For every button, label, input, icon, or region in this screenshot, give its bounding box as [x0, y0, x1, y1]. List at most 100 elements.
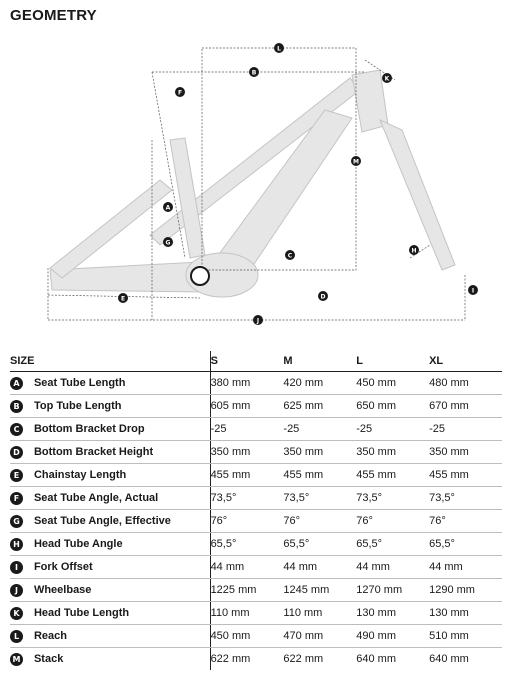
row-badge-cell: C [10, 417, 34, 441]
row-badge-cell: G [10, 509, 34, 533]
row-badge-cell: H [10, 532, 34, 556]
row-value: 76° [210, 509, 284, 533]
row-value: 44 mm [283, 555, 357, 579]
row-badge-cell: I [10, 555, 34, 579]
row-value: 65,5° [356, 532, 430, 556]
row-separator [193, 555, 211, 579]
svg-text:L: L [277, 46, 281, 53]
row-badge: J [10, 583, 23, 597]
size-header: SIZE [10, 351, 194, 372]
row-value: 650 mm [356, 394, 430, 418]
svg-text:F: F [178, 90, 182, 97]
size-col-s: S [210, 351, 284, 372]
row-value: 76° [283, 509, 357, 533]
row-value: 65,5° [283, 532, 357, 556]
row-badge: I [10, 560, 23, 574]
row-value: 350 mm [283, 440, 357, 464]
row-value: -25 [283, 417, 357, 441]
row-name: Bottom Bracket Height [33, 440, 194, 464]
row-badge: M [10, 652, 23, 666]
row-badge-cell: A [10, 371, 34, 395]
table-header-row: SIZE S M L XL [10, 351, 502, 372]
row-value: 44 mm [356, 555, 430, 579]
label-d-icon: D [318, 291, 328, 301]
row-value: 73,5° [283, 486, 357, 510]
row-badge: B [10, 399, 23, 413]
label-b-icon: B [249, 67, 259, 77]
svg-text:J: J [256, 318, 259, 325]
label-h-icon: H [409, 245, 419, 255]
row-separator [193, 509, 211, 533]
row-value: 130 mm [356, 601, 430, 625]
row-value: 605 mm [210, 394, 284, 418]
row-value: 65,5° [429, 532, 502, 556]
row-badge: F [10, 491, 23, 505]
row-value: 455 mm [429, 463, 502, 487]
bike-geometry-diagram: A B C D E F G H I J K L M [47, 43, 478, 325]
svg-text:G: G [166, 240, 171, 247]
row-value: 76° [356, 509, 430, 533]
row-value: 640 mm [429, 653, 469, 665]
svg-text:C: C [288, 253, 293, 260]
row-badge-cell: L [10, 624, 34, 648]
row-value: 1245 mm [283, 578, 357, 602]
row-name: Wheelbase [33, 578, 194, 602]
crank-hub [190, 266, 210, 286]
label-m-icon: M [351, 156, 361, 166]
row-badge-cell: D [10, 440, 34, 464]
row-value: 350 mm [356, 440, 430, 464]
row-badge: K [10, 606, 23, 620]
row-badge: L [10, 629, 23, 643]
row-value: -25 [429, 417, 502, 441]
row-badge-cell: B [10, 394, 34, 418]
header-separator [193, 351, 211, 372]
svg-text:H: H [411, 248, 416, 255]
page-title: GEOMETRY [10, 7, 97, 24]
row-value: 622 mm [210, 653, 251, 665]
row-separator [193, 371, 211, 395]
row-value: 480 mm [429, 371, 502, 395]
row-badge-cell: F [10, 486, 34, 510]
label-f-icon: F [175, 87, 185, 97]
row-badge: G [10, 514, 23, 528]
row-separator [193, 394, 211, 418]
row-value: 110 mm [210, 601, 284, 625]
row-badge: D [10, 445, 23, 459]
row-value: 44 mm [210, 555, 284, 579]
row-value: 622 mm [283, 653, 324, 665]
size-col-xl: XL [429, 351, 502, 372]
row-value: 76° [429, 509, 502, 533]
row-value: -25 [210, 417, 284, 441]
row-name: Reach [33, 624, 194, 648]
row-value: 470 mm [283, 624, 357, 648]
row-separator [193, 578, 211, 602]
svg-text:A: A [166, 205, 171, 212]
row-name: Seat Tube Angle, Effective [33, 509, 194, 533]
row-value: 490 mm [356, 624, 430, 648]
row-value: -25 [356, 417, 430, 441]
label-g-icon: G [163, 237, 173, 247]
row-badge: C [10, 422, 23, 436]
row-badge: A [10, 376, 23, 390]
row-separator [193, 463, 211, 487]
svg-text:K: K [385, 76, 390, 83]
row-value: 450 mm [210, 624, 284, 648]
svg-text:B: B [252, 70, 257, 77]
row-separator [193, 601, 211, 625]
row-separator [193, 532, 211, 556]
row-badge-cell: E [10, 463, 34, 487]
row-value: 1225 mm [210, 578, 284, 602]
row-value: 455 mm [210, 463, 284, 487]
row-badge-cell: J [10, 578, 34, 602]
row-value: 455 mm [283, 463, 357, 487]
